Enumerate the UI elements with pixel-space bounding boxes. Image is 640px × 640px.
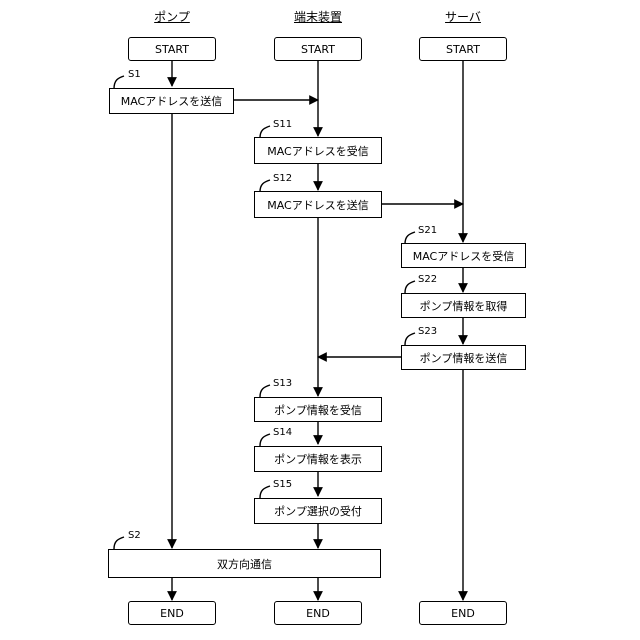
- leader-s22: [405, 281, 415, 293]
- step-id-s1: S1: [128, 69, 141, 80]
- step-id-s22: S22: [418, 274, 437, 285]
- leader-s13: [260, 385, 270, 397]
- server-end: END: [419, 601, 507, 625]
- step-id-s13: S13: [273, 378, 292, 389]
- server-start: START: [419, 37, 507, 61]
- step-s15: ポンプ選択の受付: [254, 498, 382, 524]
- step-s22: ポンプ情報を取得: [401, 293, 526, 318]
- lane-header-pump: ポンプ: [154, 8, 190, 25]
- step-s1: MACアドレスを送信: [109, 88, 234, 114]
- step-id-s12: S12: [273, 173, 292, 184]
- leader-s15: [260, 486, 270, 498]
- leader-s23: [405, 333, 415, 345]
- step-id-s14: S14: [273, 427, 292, 438]
- pump-start: START: [128, 37, 216, 61]
- step-id-s2: S2: [128, 530, 141, 541]
- step-id-s23: S23: [418, 326, 437, 337]
- step-id-s21: S21: [418, 225, 437, 236]
- leader-s14: [260, 434, 270, 446]
- step-s14: ポンプ情報を表示: [254, 446, 382, 472]
- terminal-end: END: [274, 601, 362, 625]
- pump-end: END: [128, 601, 216, 625]
- step-id-s11: S11: [273, 119, 292, 130]
- terminal-start: START: [274, 37, 362, 61]
- step-s13: ポンプ情報を受信: [254, 397, 382, 422]
- step-s12: MACアドレスを送信: [254, 191, 382, 218]
- leader-s2: [114, 537, 124, 549]
- step-s11: MACアドレスを受信: [254, 137, 382, 164]
- step-s23: ポンプ情報を送信: [401, 345, 526, 370]
- step-s21: MACアドレスを受信: [401, 243, 526, 268]
- step-id-s15: S15: [273, 479, 292, 490]
- lane-header-terminal: 端末装置: [294, 8, 342, 25]
- lane-header-server: サーバ: [445, 8, 481, 25]
- step-s2: 双方向通信: [108, 549, 381, 578]
